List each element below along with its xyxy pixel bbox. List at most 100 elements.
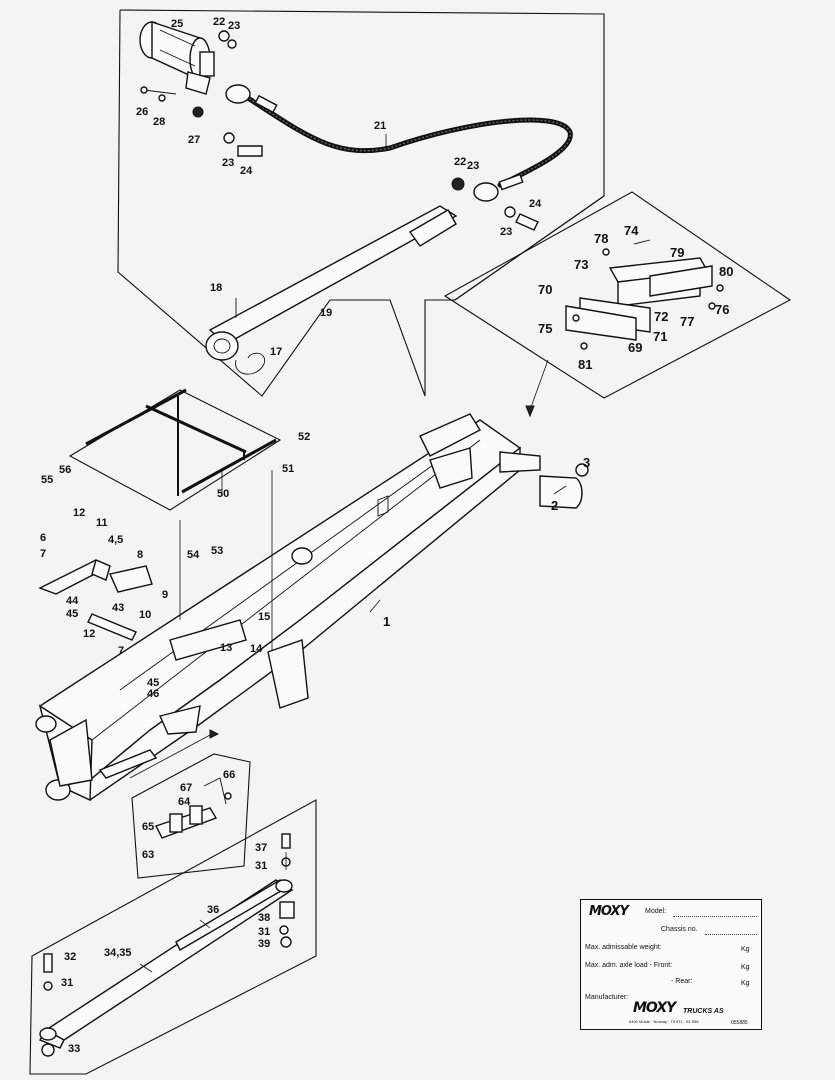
plate-unit-weight: Kg <box>741 946 750 953</box>
plate-max-weight: Max. admissable weight: <box>585 944 662 951</box>
callout-76: 76 <box>715 302 729 317</box>
callout-8: 8 <box>137 549 143 561</box>
callout-11: 11 <box>96 517 108 529</box>
callout-72: 72 <box>654 309 668 324</box>
callout-4-5: 4,5 <box>108 534 123 546</box>
callout-17: 17 <box>270 346 282 358</box>
main-frame <box>35 413 589 802</box>
callout-79: 79 <box>670 245 684 260</box>
moxy-logo: MOXY <box>589 904 629 919</box>
callout-43: 43 <box>112 602 124 614</box>
callout-73: 73 <box>574 257 588 272</box>
callout-14: 14 <box>250 643 263 655</box>
callout-67: 67 <box>180 782 192 794</box>
callout-34-35: 34,35 <box>104 947 132 959</box>
callout-69: 69 <box>628 340 642 355</box>
plate-unit-rear: Kg <box>741 980 750 987</box>
callout-27: 27 <box>188 134 200 146</box>
callout-6: 6 <box>40 532 46 544</box>
callout-55: 55 <box>41 474 53 486</box>
maker-address: 6400 Molde · Norway · Tlf 071 - 51 555 <box>629 1019 699 1024</box>
slide-pads <box>565 239 724 350</box>
upper-hardware <box>140 30 539 231</box>
tow-bar <box>205 205 458 375</box>
support-rods <box>68 388 282 511</box>
callout-26: 26 <box>136 106 148 118</box>
plate-axle-rear: - Rear: <box>671 978 693 985</box>
callout-78: 78 <box>594 231 608 246</box>
callout-74: 74 <box>624 223 639 238</box>
callout-23b: 23 <box>222 157 234 169</box>
callout-7a: 7 <box>40 548 46 560</box>
plate-manufacturer: Manufacturer: <box>585 994 629 1001</box>
callout-45b: 45 <box>147 677 159 689</box>
callout-28: 28 <box>153 116 165 128</box>
callout-38: 38 <box>258 912 270 924</box>
callout-leaders <box>139 134 567 973</box>
callout-52: 52 <box>298 431 310 443</box>
callout-65: 65 <box>142 821 154 833</box>
callout-1: 1 <box>383 614 390 629</box>
callout-56: 56 <box>59 464 71 476</box>
callout-19: 19 <box>320 307 332 319</box>
callout-3: 3 <box>583 455 590 470</box>
callout-31b: 31 <box>258 926 270 938</box>
plate-model: Model: <box>645 908 667 915</box>
callout-23d: 23 <box>500 226 512 238</box>
maker-suffix: TRUCKS AS <box>683 1008 724 1015</box>
callout-22a: 22 <box>213 16 225 28</box>
plate-unit-front: Kg <box>741 964 750 971</box>
plate-axle-front: Max. adm. axle load - Front: <box>585 962 673 969</box>
callout-31a: 31 <box>255 860 267 872</box>
callout-24b: 24 <box>529 198 542 210</box>
callout-15: 15 <box>258 611 270 623</box>
callout-13: 13 <box>220 642 232 654</box>
callout-81: 81 <box>578 357 592 372</box>
callout-9: 9 <box>162 589 168 601</box>
cable <box>225 84 573 202</box>
bottom-detail-frame <box>29 799 317 1075</box>
brackets <box>38 470 273 650</box>
callout-18: 18 <box>210 282 222 294</box>
callout-23a: 23 <box>228 20 240 32</box>
plate-code: 055885 <box>731 1020 748 1026</box>
callout-53: 53 <box>211 545 223 557</box>
callout-71: 71 <box>653 329 667 344</box>
callout-25: 25 <box>171 18 183 30</box>
callout-80: 80 <box>719 264 733 279</box>
callout-23c: 23 <box>467 160 479 172</box>
winch-motor <box>139 21 215 95</box>
callout-51: 51 <box>282 463 294 475</box>
callout-36: 36 <box>207 904 219 916</box>
right-detail-frame <box>443 191 792 418</box>
callout-10: 10 <box>139 609 151 621</box>
callout-70: 70 <box>538 282 552 297</box>
callout-12b: 12 <box>83 628 95 640</box>
callout-7b: 7 <box>118 645 124 657</box>
callout-39: 39 <box>258 938 270 950</box>
callout-22b: 22 <box>454 156 466 168</box>
callout-labels: 25 22 23 26 28 27 23 24 21 22 23 24 23 1… <box>40 16 733 1055</box>
maker-logo: MOXY <box>633 1000 676 1016</box>
vehicle-id-plate: MOXY Model: Chassis no. Max. admissable … <box>580 899 762 1030</box>
callout-77: 77 <box>680 314 694 329</box>
callout-63: 63 <box>142 849 154 861</box>
lower-detail-frame <box>129 729 251 879</box>
callout-12a: 12 <box>73 507 85 519</box>
callout-21: 21 <box>374 120 386 132</box>
callout-37: 37 <box>255 842 267 854</box>
plate-model-line <box>673 916 757 917</box>
callout-24a: 24 <box>240 165 253 177</box>
callout-45a: 45 <box>66 608 78 620</box>
callout-44: 44 <box>66 595 79 607</box>
callout-54: 54 <box>187 549 200 561</box>
callout-50: 50 <box>217 488 229 500</box>
callout-46: 46 <box>147 688 159 700</box>
callout-66: 66 <box>223 769 235 781</box>
callout-31c: 31 <box>61 977 73 989</box>
callout-33: 33 <box>68 1043 80 1055</box>
callout-32: 32 <box>64 951 76 963</box>
callout-64: 64 <box>178 796 191 808</box>
callout-2: 2 <box>551 498 558 513</box>
